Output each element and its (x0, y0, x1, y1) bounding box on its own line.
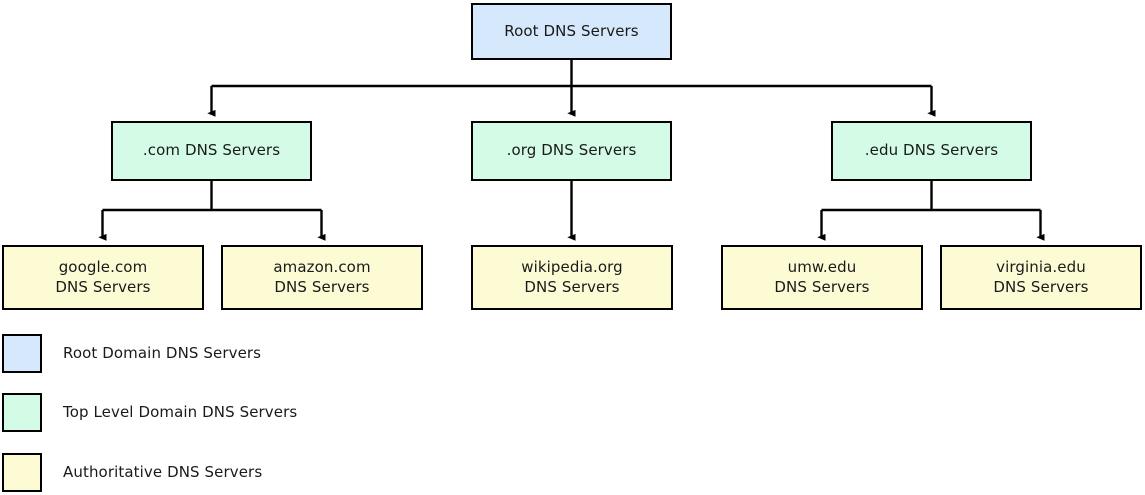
node-label: .com DNS Servers (142, 141, 281, 160)
node-umw-dns-servers[interactable]: umw.edu DNS Servers (721, 245, 923, 310)
legend-label: Top Level Domain DNS Servers (63, 403, 298, 421)
legend-label: Root Domain DNS Servers (63, 344, 262, 362)
node-virginia-dns-servers[interactable]: virginia.edu DNS Servers (940, 245, 1142, 310)
node-com-dns-servers[interactable]: .com DNS Servers (111, 121, 312, 181)
node-label: wikipedia.org DNS Servers (521, 258, 623, 296)
node-label: .edu DNS Servers (864, 141, 999, 160)
legend-swatch-authoritative (2, 452, 42, 492)
node-org-dns-servers[interactable]: .org DNS Servers (471, 121, 672, 181)
node-label: .org DNS Servers (506, 141, 637, 160)
node-edu-dns-servers[interactable]: .edu DNS Servers (831, 121, 1032, 181)
legend-label: Authoritative DNS Servers (63, 463, 263, 481)
node-google-dns-servers[interactable]: google.com DNS Servers (2, 245, 204, 310)
node-label: google.com DNS Servers (55, 258, 151, 296)
legend-item-top-level-domain: Top Level Domain DNS Servers (0, 392, 600, 432)
legend-swatch-root-domain (2, 333, 42, 373)
node-label: amazon.com DNS Servers (273, 258, 371, 296)
node-label: Root DNS Servers (504, 21, 639, 40)
legend-item-authoritative: Authoritative DNS Servers (0, 452, 600, 492)
node-amazon-dns-servers[interactable]: amazon.com DNS Servers (221, 245, 423, 310)
legend: Root Domain DNS Servers Top Level Domain… (0, 325, 1145, 495)
node-label: umw.edu DNS Servers (774, 258, 870, 296)
node-wikipedia-dns-servers[interactable]: wikipedia.org DNS Servers (471, 245, 673, 310)
node-root-dns-servers[interactable]: Root DNS Servers (471, 3, 672, 60)
node-label: virginia.edu DNS Servers (993, 258, 1089, 296)
legend-swatch-top-level-domain (2, 392, 42, 432)
legend-item-root-domain: Root Domain DNS Servers (0, 333, 600, 373)
